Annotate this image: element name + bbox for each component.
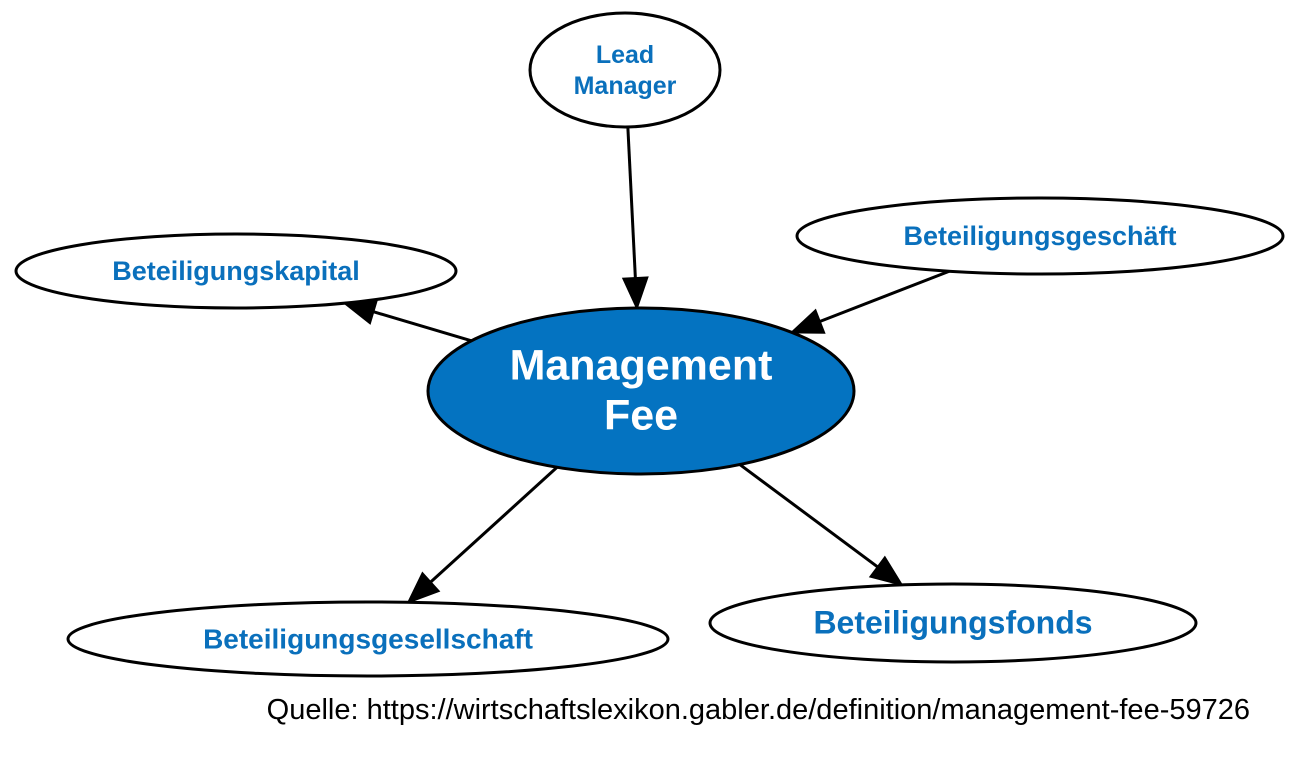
node-label: Lead <box>596 41 654 69</box>
edge-beteiligungsgeschaeft-to-center <box>819 269 950 323</box>
node-ellipse <box>14 232 458 310</box>
node-ellipse <box>708 582 1198 664</box>
node-label: Manager <box>574 72 677 100</box>
source-citation: Quelle: https://wirtschaftslexikon.gable… <box>266 694 1250 726</box>
node-label: Beteiligungsgesellschaft <box>203 623 533 654</box>
node-ellipse <box>795 196 1285 276</box>
arrowhead-beteiligungsgeschaeft-to-center <box>789 308 826 334</box>
edge-center-to-beteiligungskapital <box>372 310 472 343</box>
node-label: Fee <box>604 391 678 439</box>
node-ellipse <box>426 306 856 476</box>
arrowhead-lead_manager-to-center <box>621 276 649 311</box>
edge-center-to-beteiligungsfonds <box>738 463 879 569</box>
edge-lead_manager-to-center <box>626 126 637 279</box>
node-label: Beteiligungskapital <box>112 256 360 286</box>
edges-group <box>342 126 950 605</box>
node-label: Beteiligungsfonds <box>813 604 1092 640</box>
arrowhead-center-to-beteiligungsfonds <box>868 555 904 587</box>
node-label: Management <box>510 341 773 389</box>
node-label: Beteiligungsgeschäft <box>903 221 1176 251</box>
node-beteiligungsgeschaeft[interactable]: Beteiligungsgeschäft <box>795 196 1285 276</box>
node-beteiligungskapital[interactable]: Beteiligungskapital <box>14 232 458 310</box>
node-ellipse <box>528 11 722 129</box>
node-ellipse <box>66 600 670 678</box>
node-beteiligungsfonds[interactable]: Beteiligungsfonds <box>708 582 1198 664</box>
arrowhead-center-to-beteiligungsgesellschaft <box>406 571 441 605</box>
edge-center-to-beteiligungsgesellschaft <box>429 466 559 584</box>
node-beteiligungsgesellschaft[interactable]: Beteiligungsgesellschaft <box>66 600 670 678</box>
